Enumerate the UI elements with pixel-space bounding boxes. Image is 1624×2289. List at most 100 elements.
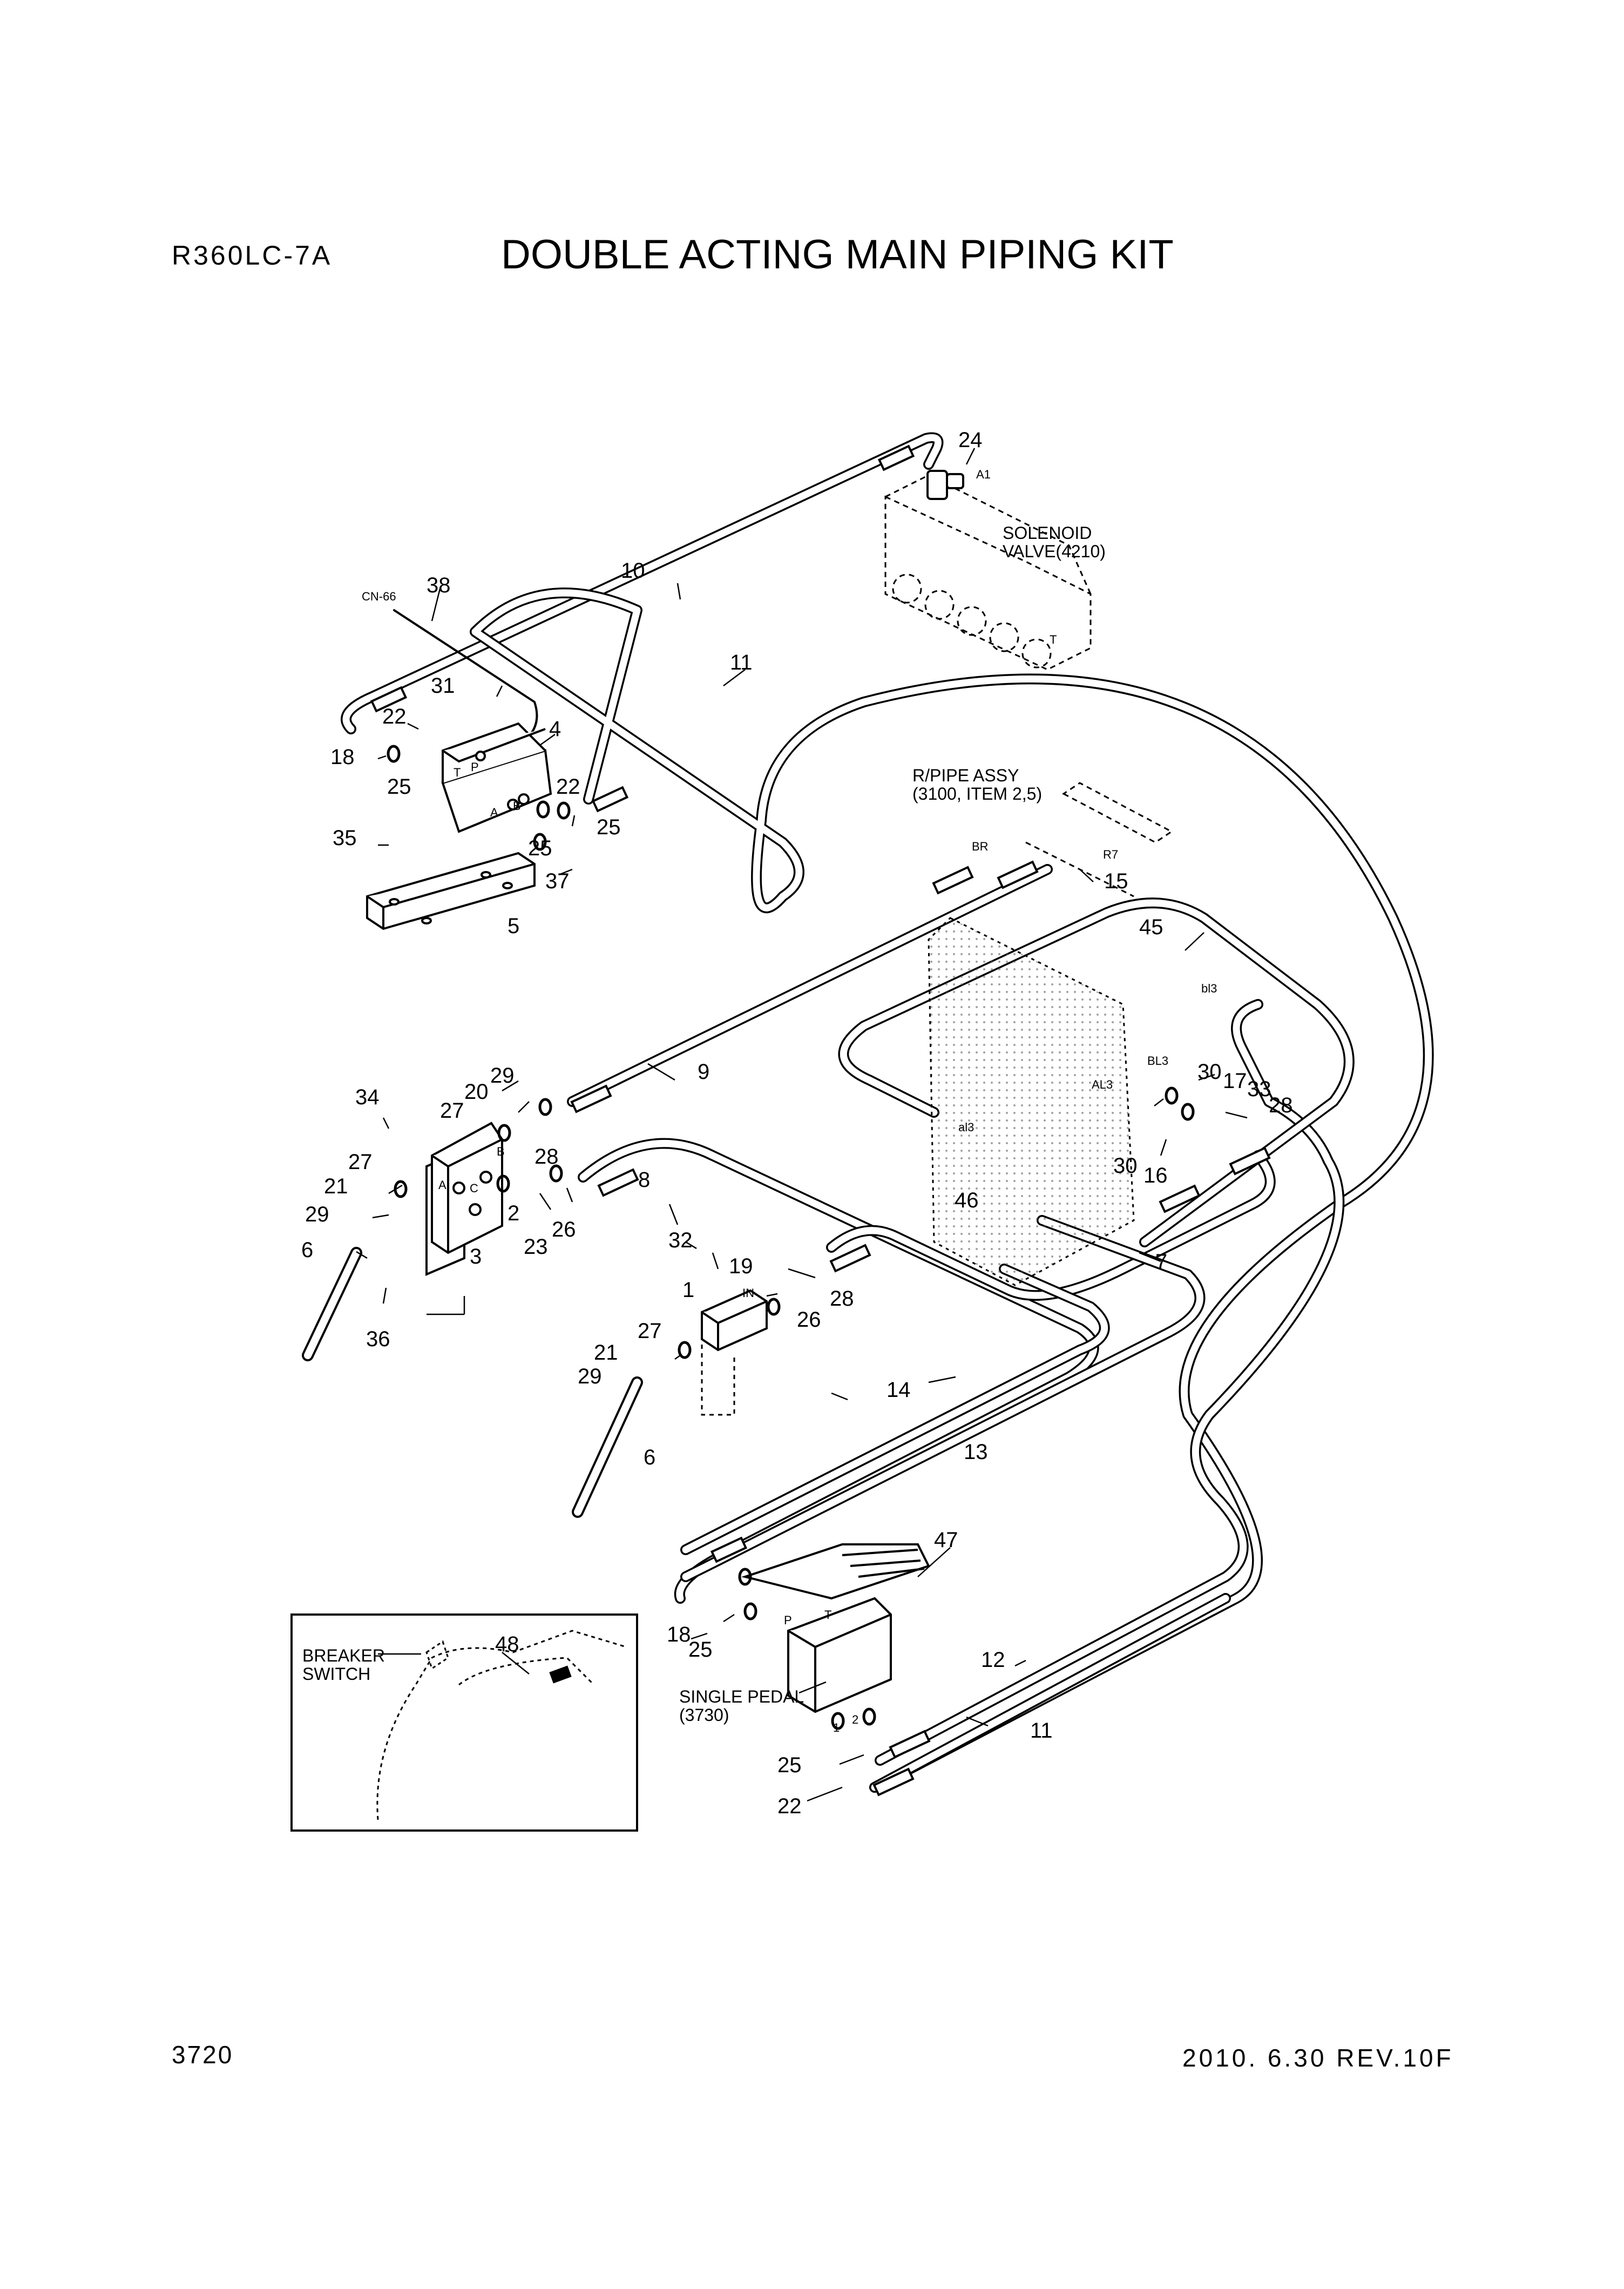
o-rings bbox=[387, 745, 1195, 1730]
callout-4: 4 bbox=[549, 717, 561, 741]
callout-1: 1 bbox=[682, 1278, 694, 1302]
diagram-title: DOUBLE ACTING MAIN PIPING KIT bbox=[501, 232, 1174, 278]
solenoid-label-line1: SOLENOID bbox=[1003, 523, 1092, 543]
breaker-switch-inset bbox=[290, 1613, 638, 1832]
callout-23: 23 bbox=[524, 1235, 548, 1259]
mounting-plate-5 bbox=[366, 852, 536, 930]
callout-21-center: 21 bbox=[594, 1341, 618, 1365]
hose-13 bbox=[680, 1215, 1206, 1582]
callout-19: 19 bbox=[729, 1254, 753, 1278]
callout-47: 47 bbox=[934, 1528, 958, 1552]
page-number: 3720 bbox=[172, 2041, 234, 2069]
callout-30-bottom: 30 bbox=[1113, 1154, 1138, 1178]
port-in-block1: IN bbox=[742, 1286, 754, 1300]
single-pedal-label-line2: (3730) bbox=[679, 1705, 729, 1725]
revision-date: 2010. 6.30 REV.10F bbox=[1182, 2044, 1454, 2072]
callout-29-top: 29 bbox=[490, 1064, 515, 1088]
hose-6-center bbox=[572, 1376, 643, 1518]
r-pipe-assy bbox=[1025, 782, 1173, 897]
port-c-block2: C bbox=[470, 1181, 478, 1195]
hose-loop-7 bbox=[838, 897, 1355, 1247]
hose-12 bbox=[875, 999, 1345, 1766]
callout-21-left: 21 bbox=[324, 1174, 348, 1198]
callout-6-left: 6 bbox=[301, 1238, 313, 1262]
labels: SOLENOID VALVE(4210) R/PIPE ASSY (3100, … bbox=[301, 428, 1293, 1818]
callout-29-center: 29 bbox=[578, 1365, 602, 1388]
callout-27-top: 27 bbox=[440, 1099, 464, 1123]
port-b-block4: B bbox=[513, 799, 521, 813]
port-al3: al3 bbox=[958, 1120, 974, 1134]
callout-36: 36 bbox=[366, 1327, 390, 1351]
hose-14 bbox=[680, 1264, 1110, 1555]
callout-26-center: 26 bbox=[797, 1308, 821, 1332]
callout-27-center: 27 bbox=[638, 1319, 662, 1343]
hose-10 bbox=[341, 432, 944, 734]
port-t-block4: T bbox=[454, 766, 461, 779]
port-a-block2: A bbox=[438, 1178, 446, 1192]
callout-30-top: 30 bbox=[1197, 1060, 1222, 1084]
port-1-pedal: 1 bbox=[833, 1721, 840, 1734]
valve-block-4 bbox=[441, 722, 552, 833]
port-a-block4: A bbox=[490, 806, 498, 819]
callout-13: 13 bbox=[964, 1440, 988, 1464]
port-t-pedal: T bbox=[824, 1608, 831, 1622]
callout-25-b: 25 bbox=[597, 815, 621, 839]
hose-fittings bbox=[370, 444, 1271, 1797]
port-bl3-upper: BL3 bbox=[1147, 1054, 1168, 1068]
breaker-label-line2: SWITCH bbox=[302, 1664, 370, 1684]
callout-22-top: 22 bbox=[382, 705, 407, 728]
callout-24: 24 bbox=[958, 428, 983, 452]
r-pipe-label-line1: R/PIPE ASSY bbox=[912, 766, 1019, 785]
callout-3: 3 bbox=[470, 1245, 482, 1268]
callout-17: 17 bbox=[1223, 1069, 1247, 1093]
callout-15: 15 bbox=[1104, 869, 1128, 893]
callout-25-e: 25 bbox=[777, 1753, 802, 1777]
callout-18-top: 18 bbox=[330, 745, 355, 769]
callout-20: 20 bbox=[464, 1080, 489, 1104]
callout-28-right: 28 bbox=[1269, 1093, 1293, 1117]
solenoid-valve-4210 bbox=[884, 474, 1092, 671]
callout-6-center: 6 bbox=[644, 1446, 655, 1469]
single-pedal-47 bbox=[741, 1543, 930, 1713]
callout-32: 32 bbox=[668, 1228, 693, 1252]
r-pipe-label-line2: (3100, ITEM 2,5) bbox=[912, 784, 1042, 803]
callout-46: 46 bbox=[955, 1189, 979, 1212]
connector-label: CN-66 bbox=[362, 590, 396, 603]
port-p-block4: P bbox=[471, 760, 479, 774]
callout-12: 12 bbox=[981, 1648, 1005, 1672]
callout-2: 2 bbox=[508, 1201, 519, 1225]
callout-48: 48 bbox=[495, 1632, 519, 1656]
block-1-mount-dashed bbox=[701, 1345, 735, 1416]
callout-8: 8 bbox=[638, 1168, 650, 1192]
check-block-1 bbox=[701, 1289, 768, 1352]
callout-25-c: 25 bbox=[528, 836, 552, 860]
callout-45: 45 bbox=[1139, 915, 1163, 939]
port-b-block2: B bbox=[497, 1145, 505, 1158]
port-t-solenoid: T bbox=[1050, 633, 1057, 646]
callout-31: 31 bbox=[431, 674, 455, 698]
callout-10: 10 bbox=[621, 559, 645, 583]
main-control-valve bbox=[928, 917, 1135, 1286]
solenoid-label-line2: VALVE(4210) bbox=[1003, 542, 1106, 561]
callout-38: 38 bbox=[427, 573, 451, 597]
callout-11-top: 11 bbox=[730, 651, 753, 674]
hose-6-left bbox=[302, 1247, 362, 1361]
leader-lines bbox=[356, 448, 1248, 1802]
hose-9 bbox=[567, 864, 1053, 1107]
callout-28-mid: 28 bbox=[534, 1145, 559, 1169]
port-al3-upper: AL3 bbox=[1092, 1078, 1113, 1091]
port-bl3: bl3 bbox=[1201, 982, 1217, 995]
port-br: BR bbox=[972, 840, 989, 853]
callout-25-d: 25 bbox=[688, 1638, 713, 1662]
hose-11-lower bbox=[869, 1593, 1231, 1793]
callout-28-center: 28 bbox=[830, 1287, 854, 1311]
callout-33: 33 bbox=[1247, 1077, 1271, 1101]
callout-22-bottom: 22 bbox=[777, 1794, 802, 1818]
single-pedal-label-line1: SINGLE PEDAL bbox=[679, 1687, 804, 1706]
callout-34: 34 bbox=[355, 1085, 380, 1109]
callout-18-bottom: 18 bbox=[667, 1623, 691, 1646]
callout-22-b: 22 bbox=[556, 775, 580, 799]
callout-37: 37 bbox=[545, 869, 570, 893]
